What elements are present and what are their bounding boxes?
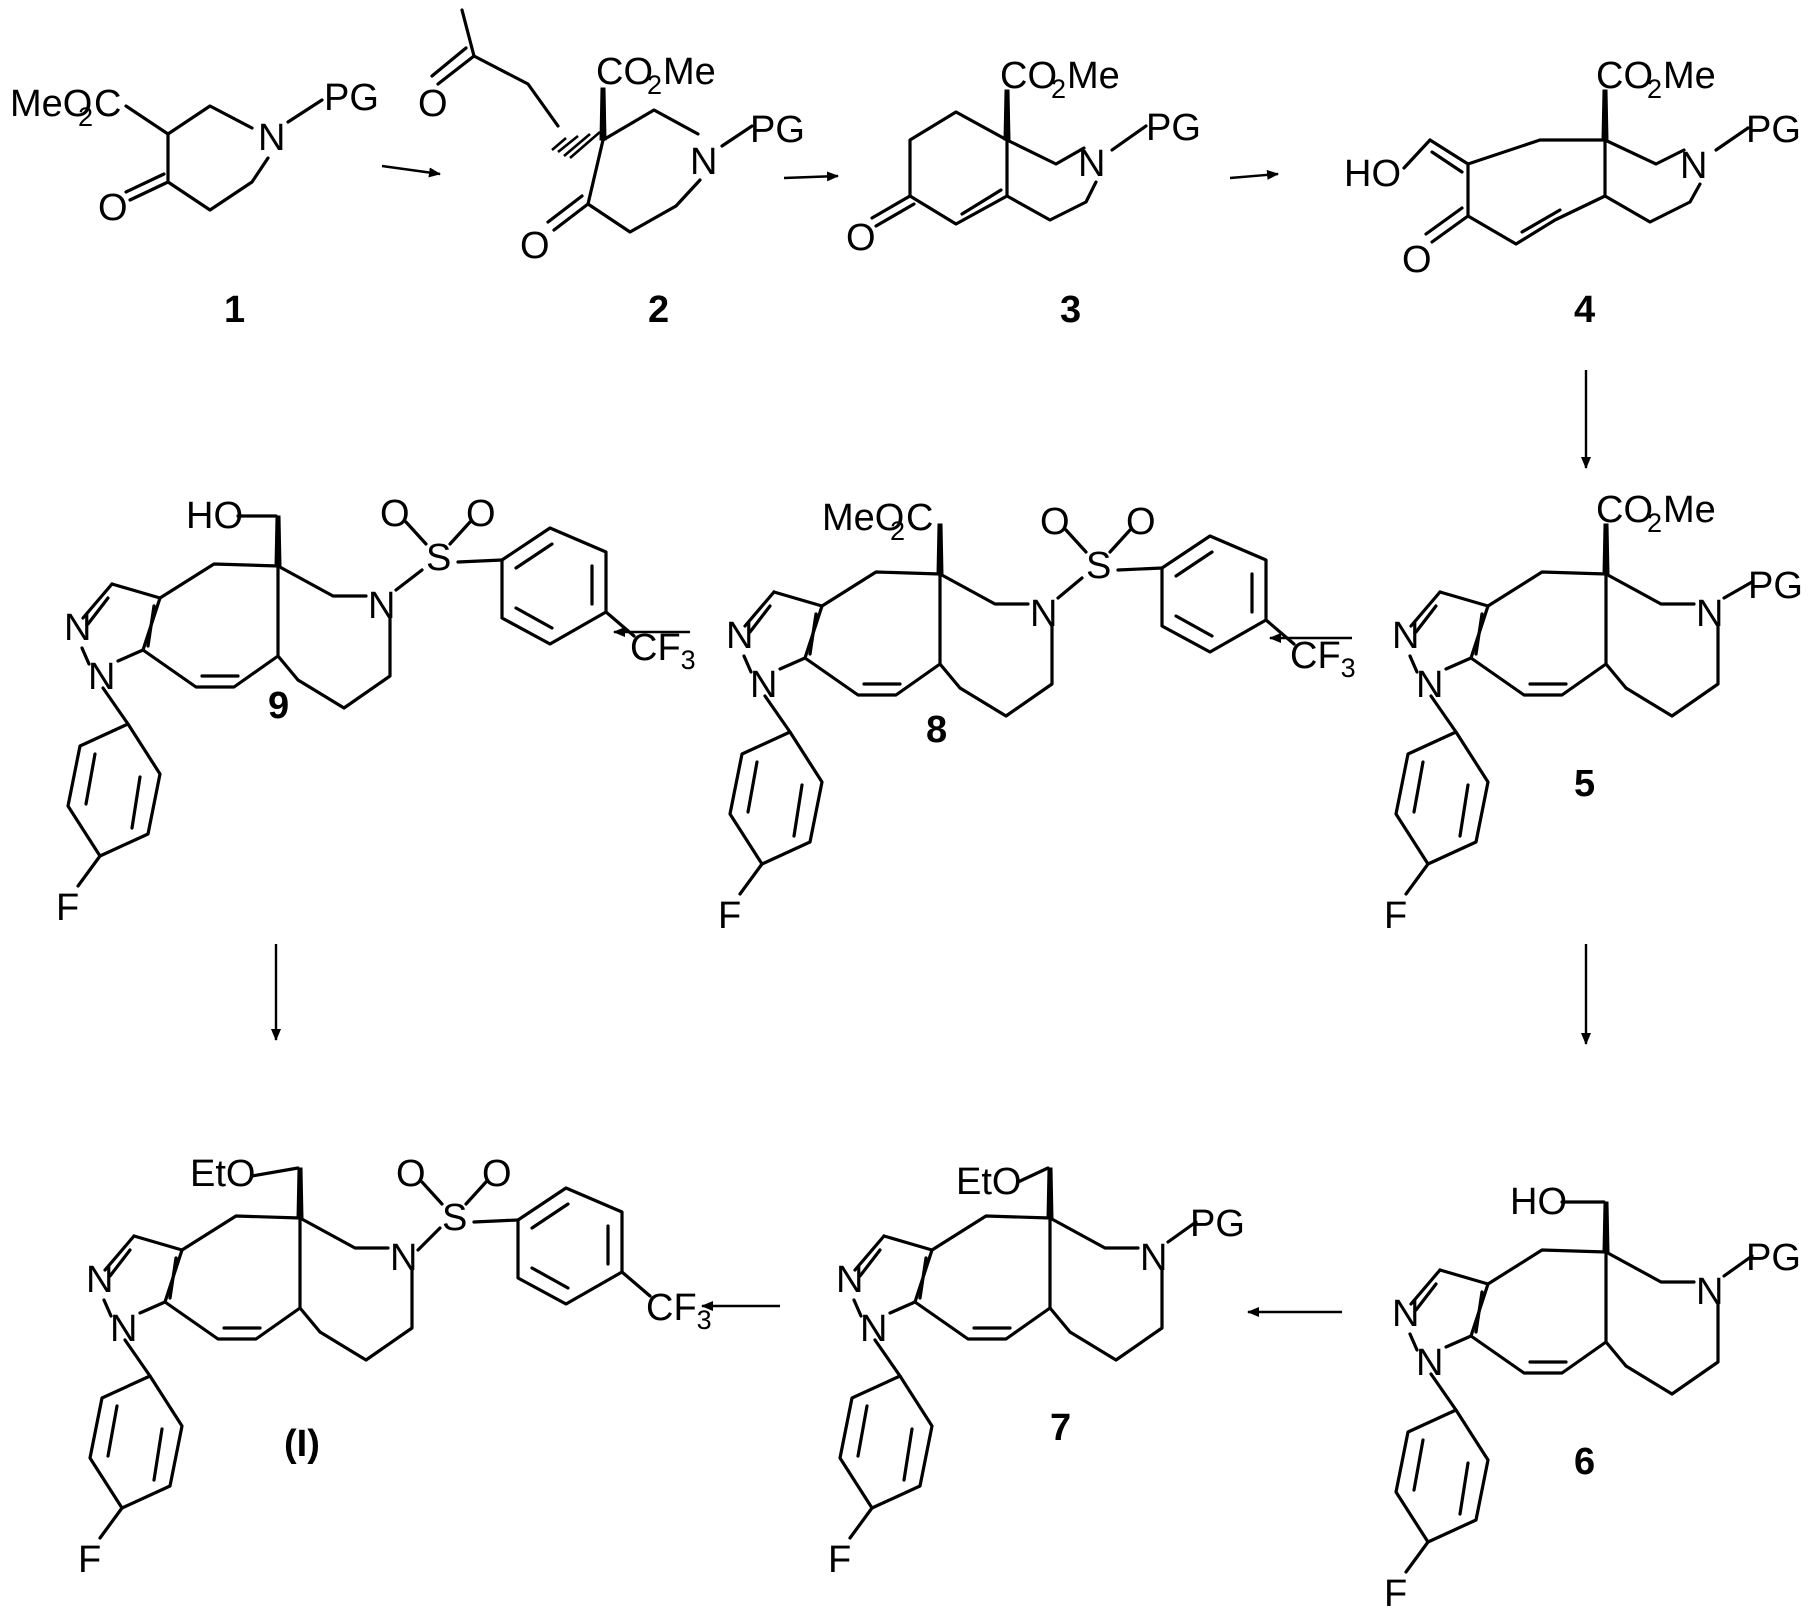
svg-text:CO: CO bbox=[1000, 55, 1057, 97]
compound-label-9: 9 bbox=[268, 685, 289, 727]
compound-4: HO CO 2 Me O N PG 4 bbox=[1344, 55, 1801, 331]
svg-text:2: 2 bbox=[1647, 508, 1662, 538]
compound-5: CO 2 Me PG 5 bbox=[1384, 489, 1803, 937]
compound-6: HO PG 6 bbox=[1384, 1181, 1801, 1615]
svg-text:N: N bbox=[1680, 145, 1707, 187]
svg-text:PG: PG bbox=[1190, 1203, 1245, 1245]
svg-text:N: N bbox=[258, 117, 285, 159]
svg-text:CO: CO bbox=[1596, 489, 1653, 531]
compound-label-4: 4 bbox=[1574, 289, 1595, 331]
svg-text:O: O bbox=[98, 187, 128, 229]
svg-text:CO: CO bbox=[596, 51, 653, 93]
svg-text:O: O bbox=[846, 217, 876, 259]
svg-text:Me: Me bbox=[1067, 55, 1120, 97]
svg-text:Me: Me bbox=[1663, 489, 1716, 531]
svg-text:2: 2 bbox=[1051, 74, 1066, 104]
svg-text:PG: PG bbox=[1748, 565, 1803, 607]
svg-text:PG: PG bbox=[1146, 107, 1201, 149]
svg-text:Me: Me bbox=[663, 51, 716, 93]
svg-text:HO: HO bbox=[1344, 153, 1401, 195]
compound-label-1: 1 bbox=[224, 289, 245, 331]
svg-text:PG: PG bbox=[750, 109, 805, 151]
svg-text:2: 2 bbox=[78, 102, 93, 132]
svg-text:O: O bbox=[1402, 239, 1432, 281]
svg-text:HO: HO bbox=[1510, 1181, 1567, 1223]
compound-7: EtO PG 7 bbox=[828, 1161, 1245, 1581]
svg-text:2: 2 bbox=[1647, 74, 1662, 104]
svg-text:PG: PG bbox=[324, 77, 379, 119]
svg-text:C: C bbox=[906, 497, 933, 539]
svg-text:EtO: EtO bbox=[190, 1153, 255, 1195]
compound-1: MeO 2 C O N PG 1 bbox=[10, 77, 379, 331]
svg-text:O: O bbox=[418, 83, 448, 125]
svg-text:PG: PG bbox=[1746, 1237, 1801, 1279]
svg-text:CO: CO bbox=[1596, 55, 1653, 97]
svg-text:2: 2 bbox=[890, 516, 905, 546]
arrow-2-to-3 bbox=[784, 176, 838, 178]
compound-label-3: 3 bbox=[1060, 289, 1081, 331]
compound-label-8: 8 bbox=[926, 709, 947, 751]
compound-label-I: (I) bbox=[284, 1423, 320, 1465]
svg-text:EtO: EtO bbox=[956, 1161, 1021, 1203]
compound-I: EtO (I) bbox=[78, 1153, 712, 1581]
svg-text:N: N bbox=[1078, 143, 1105, 185]
svg-text:PG: PG bbox=[1746, 109, 1801, 151]
svg-text:N: N bbox=[690, 141, 717, 183]
compound-2: O CO 2 Me O N PG 2 bbox=[418, 10, 805, 331]
svg-text:Me: Me bbox=[1663, 55, 1716, 97]
compound-3: CO 2 Me O N PG 3 bbox=[846, 55, 1201, 331]
svg-text:2: 2 bbox=[647, 70, 662, 100]
compound-9: HO 9 bbox=[56, 493, 696, 929]
arrow-1-to-2 bbox=[382, 166, 440, 174]
compound-label-7: 7 bbox=[1050, 1407, 1071, 1449]
compound-8: MeO 2 C 8 bbox=[718, 497, 1356, 937]
arrow-3-to-4 bbox=[1230, 174, 1278, 178]
svg-text:O: O bbox=[520, 225, 550, 267]
compound-label-2: 2 bbox=[648, 289, 669, 331]
compound-label-6: 6 bbox=[1574, 1441, 1595, 1483]
svg-text:HO: HO bbox=[186, 495, 243, 537]
compound-label-5: 5 bbox=[1574, 763, 1595, 805]
svg-text:C: C bbox=[94, 83, 121, 125]
